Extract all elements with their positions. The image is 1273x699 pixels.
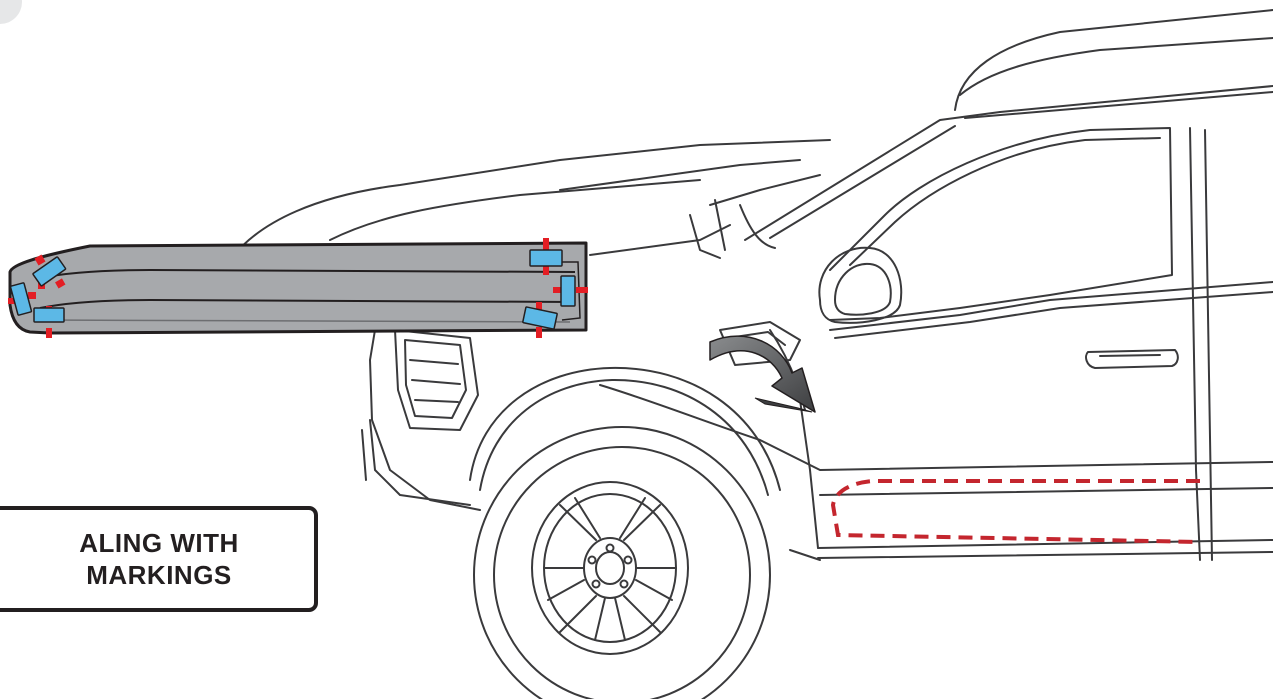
a-pillar-inner [769, 125, 956, 239]
rim-spoke-2 [547, 497, 673, 641]
rocker-bottom [817, 539, 1273, 549]
door-front-edge [799, 399, 819, 549]
side-mirror [818, 246, 903, 324]
windshield-base [709, 174, 821, 206]
wheel-arch-inner [479, 378, 769, 496]
instruction-callout: ALING WITH MARKINGS [0, 506, 318, 612]
door-handle [1085, 349, 1179, 369]
cowl-3 [739, 204, 776, 249]
curved-arrow-icon [709, 335, 816, 413]
roof-rail-2 [999, 85, 1273, 113]
molding-panel [8, 238, 588, 338]
headlight-dr1 [409, 359, 459, 365]
side-mirror-inner [834, 262, 892, 316]
belt-line-2 [834, 291, 1273, 339]
hood-line [559, 159, 801, 191]
headlight-dr3 [414, 399, 459, 403]
panel-shadow [39, 319, 571, 323]
roof-rail [964, 91, 1273, 119]
tire [473, 426, 771, 699]
hood-crease [329, 179, 701, 241]
door-handle-inner [1099, 354, 1161, 357]
b-pillar [1189, 127, 1201, 561]
rim-cap [595, 551, 625, 585]
headlight-dr2 [411, 379, 461, 385]
headlight-outer [394, 329, 479, 431]
instruction-text: ALING WITH MARKINGS [79, 528, 239, 590]
cowl-1 [689, 214, 721, 259]
rocker-top [819, 487, 1273, 496]
corner-mark [0, 0, 22, 24]
tire-inner [493, 446, 751, 699]
cowl-2 [714, 199, 726, 251]
door-lower-line [789, 549, 821, 561]
alignment-marking [830, 479, 1201, 544]
roof-line [954, 9, 1273, 111]
rocker-bottom-2 [817, 551, 1273, 559]
belt-line [829, 281, 1273, 331]
bumper-line-2 [361, 429, 367, 481]
door-window-inner [849, 137, 1161, 266]
body-lower [599, 384, 1273, 471]
hood-edge [589, 224, 731, 256]
fender-vent [719, 321, 801, 366]
panel-body [8, 241, 588, 335]
bumper-line [369, 419, 471, 506]
wheel-arch [469, 366, 781, 491]
door-window [829, 127, 1173, 321]
rim-spoke [543, 504, 677, 633]
rear-door-edge [1204, 129, 1213, 561]
tape-blue-pads [9, 249, 576, 330]
a-pillar [744, 111, 1001, 241]
lug-nuts [587, 543, 633, 589]
rim [531, 481, 689, 655]
headlight-inner [404, 339, 467, 419]
hood-front [229, 139, 831, 261]
rim-hub [583, 537, 637, 599]
roof-inner [959, 37, 1273, 96]
truck-illustration [229, 9, 1273, 699]
front-fascia [369, 299, 481, 511]
